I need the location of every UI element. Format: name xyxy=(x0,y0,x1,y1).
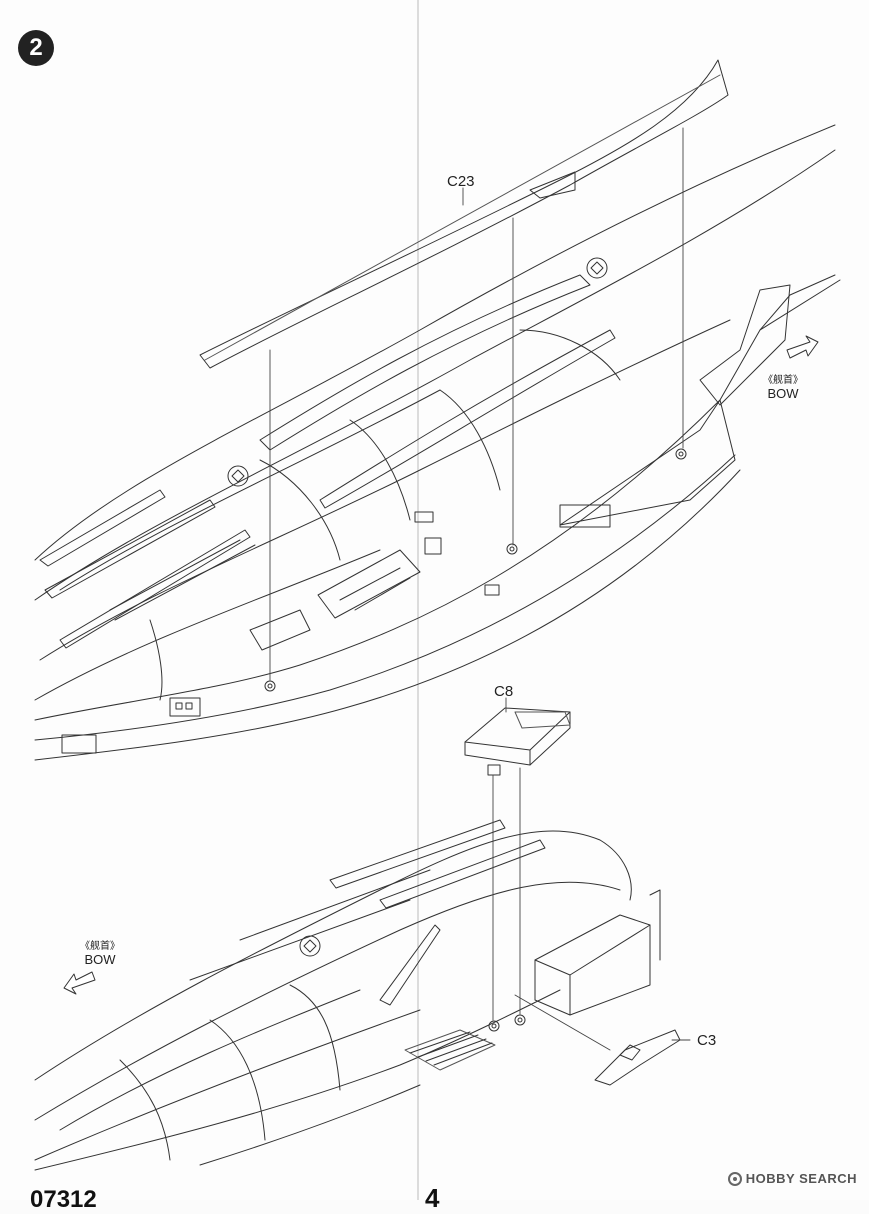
bow-direction-lower: 《舰首》 BOW xyxy=(72,940,128,966)
bow-arrow-lower-icon xyxy=(63,971,96,995)
watermark-text: HOBBY SEARCH xyxy=(745,1171,857,1186)
part-label-c3: C3 xyxy=(697,1032,717,1049)
part-label-c23: C23 xyxy=(447,173,475,190)
bow-direction-upper-en: BOW xyxy=(767,386,799,401)
part-label-c8: C8 xyxy=(494,683,514,700)
part-c23-drawing xyxy=(199,59,729,369)
bow-arrow-upper-icon xyxy=(786,335,819,359)
assembly-guide-lines xyxy=(269,127,691,1051)
upper-sockets xyxy=(227,257,687,692)
upper-weapon-rails xyxy=(39,489,256,649)
upper-hull-drawing xyxy=(34,124,841,761)
bow-direction-lower-cn: 《舰首》 xyxy=(80,941,120,952)
catalog-number: 07312 xyxy=(30,1186,97,1213)
bow-direction-upper: 《舰首》 BOW xyxy=(755,374,811,400)
upper-hatch-openings xyxy=(249,549,421,651)
bow-direction-upper-cn: 《舰首》 xyxy=(763,375,803,386)
page-number: 4 xyxy=(425,1183,440,1213)
bow-direction-lower-en: BOW xyxy=(84,952,116,967)
watermark: HOBBY SEARCH xyxy=(727,1171,857,1186)
lower-hull-drawing xyxy=(34,819,661,1171)
part-c8-drawing xyxy=(464,707,571,776)
deck-details xyxy=(61,504,611,754)
part-c3-drawing xyxy=(594,1029,681,1086)
hobby-search-logo-icon xyxy=(727,1171,742,1186)
step-number-badge: 2 xyxy=(18,30,54,66)
